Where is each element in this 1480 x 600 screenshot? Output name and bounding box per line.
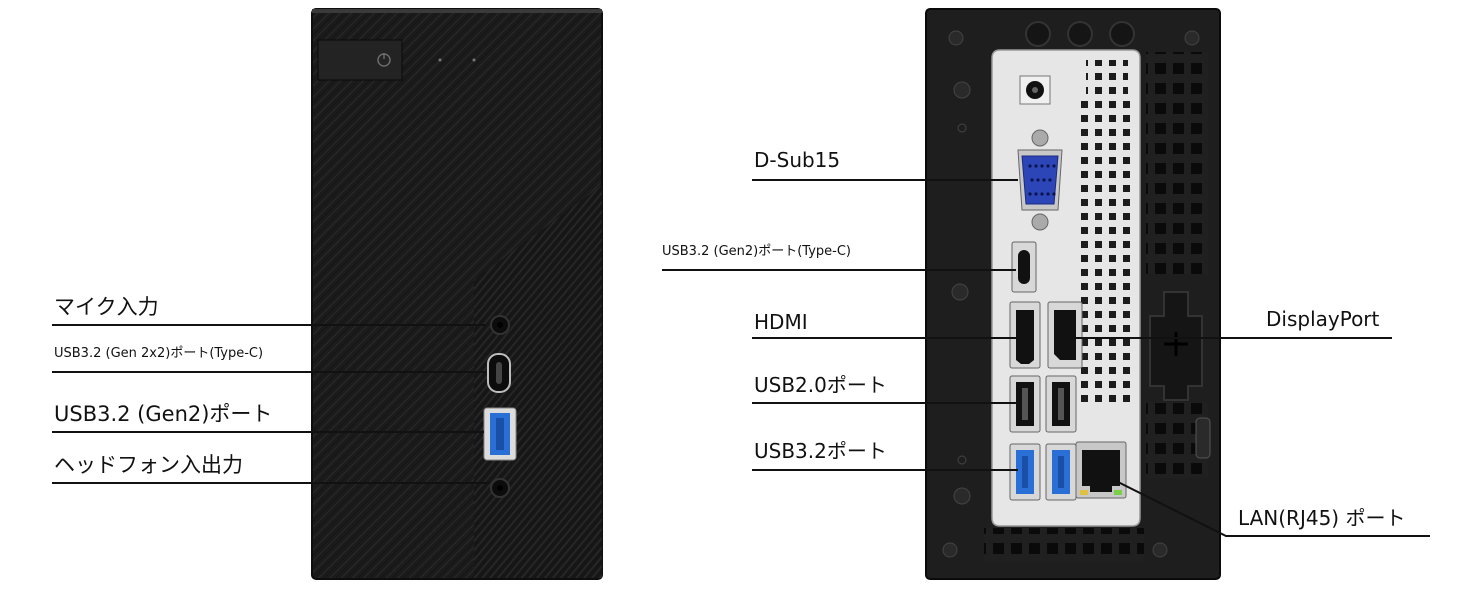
displayport-port <box>1047 301 1083 369</box>
usb32-ports <box>1009 443 1077 501</box>
label-usb2: USB2.0ポート <box>754 373 887 397</box>
dc-in-jack <box>1019 75 1051 105</box>
label-lan: LAN(RJ45) ポート <box>1238 506 1406 530</box>
label-mic-in: マイク入力 <box>54 295 159 319</box>
rear-panel <box>925 8 1221 580</box>
label-dsub: D-Sub15 <box>754 148 841 172</box>
lan-port <box>1075 441 1127 499</box>
headphone-jack <box>490 478 510 498</box>
vga-port <box>1017 129 1063 231</box>
hdmi-port <box>1009 301 1041 369</box>
leader-line <box>1109 477 1430 537</box>
label-usb32: USB3.2ポート <box>754 439 887 463</box>
usb2-ports <box>1009 375 1077 433</box>
label-headphone: ヘッドフォン入出力 <box>54 453 243 477</box>
label-rear-usb-typec: USB3.2 (Gen2)ポート(Type-C) <box>662 244 851 259</box>
front-panel <box>311 8 603 580</box>
rear-usb-typec-port <box>1011 241 1037 293</box>
label-hdmi: HDMI <box>754 310 808 334</box>
front-usb-typec-port <box>487 353 511 393</box>
label-front-usb-typea: USB3.2 (Gen2)ポート <box>54 402 273 426</box>
power-button <box>317 39 403 81</box>
led-indicator <box>472 58 476 62</box>
mic-jack <box>490 315 510 335</box>
led-indicator <box>438 58 442 62</box>
label-displayport: DisplayPort <box>1266 307 1380 331</box>
front-usb-typea-port <box>483 407 517 461</box>
label-front-usb-typec: USB3.2 (Gen 2x2)ポート(Type-C) <box>54 346 264 361</box>
